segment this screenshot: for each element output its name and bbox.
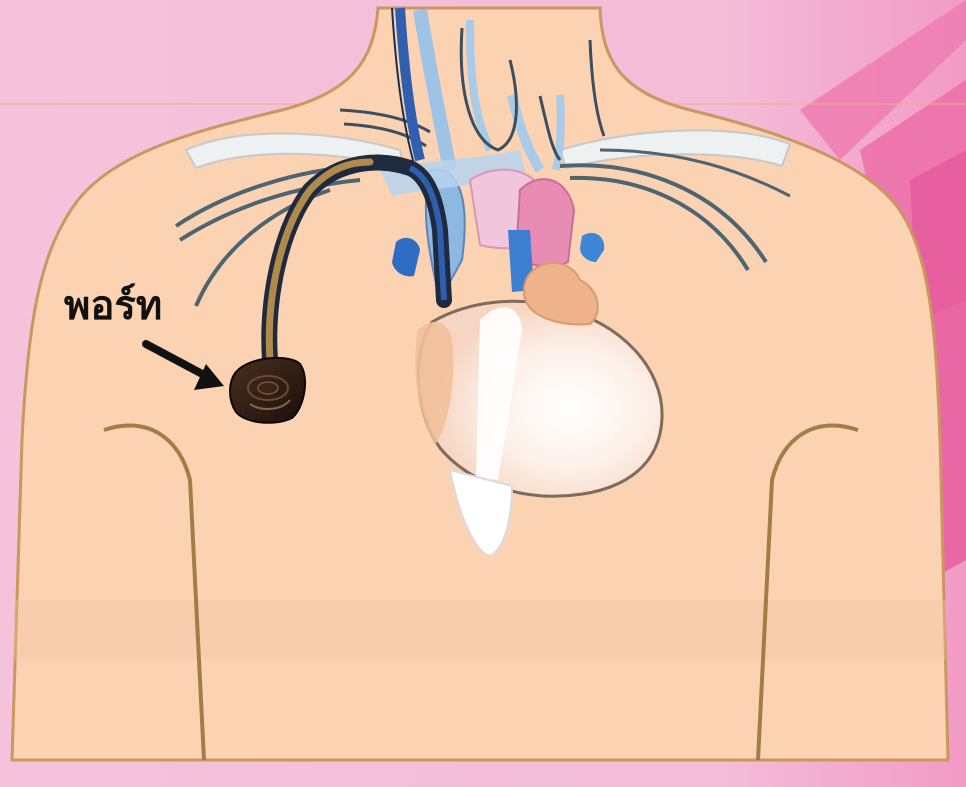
implanted-port <box>230 358 305 423</box>
port-label: พอร์ท <box>64 286 162 326</box>
port-septum-inner <box>258 382 278 394</box>
torso-shadow-band <box>14 600 946 660</box>
